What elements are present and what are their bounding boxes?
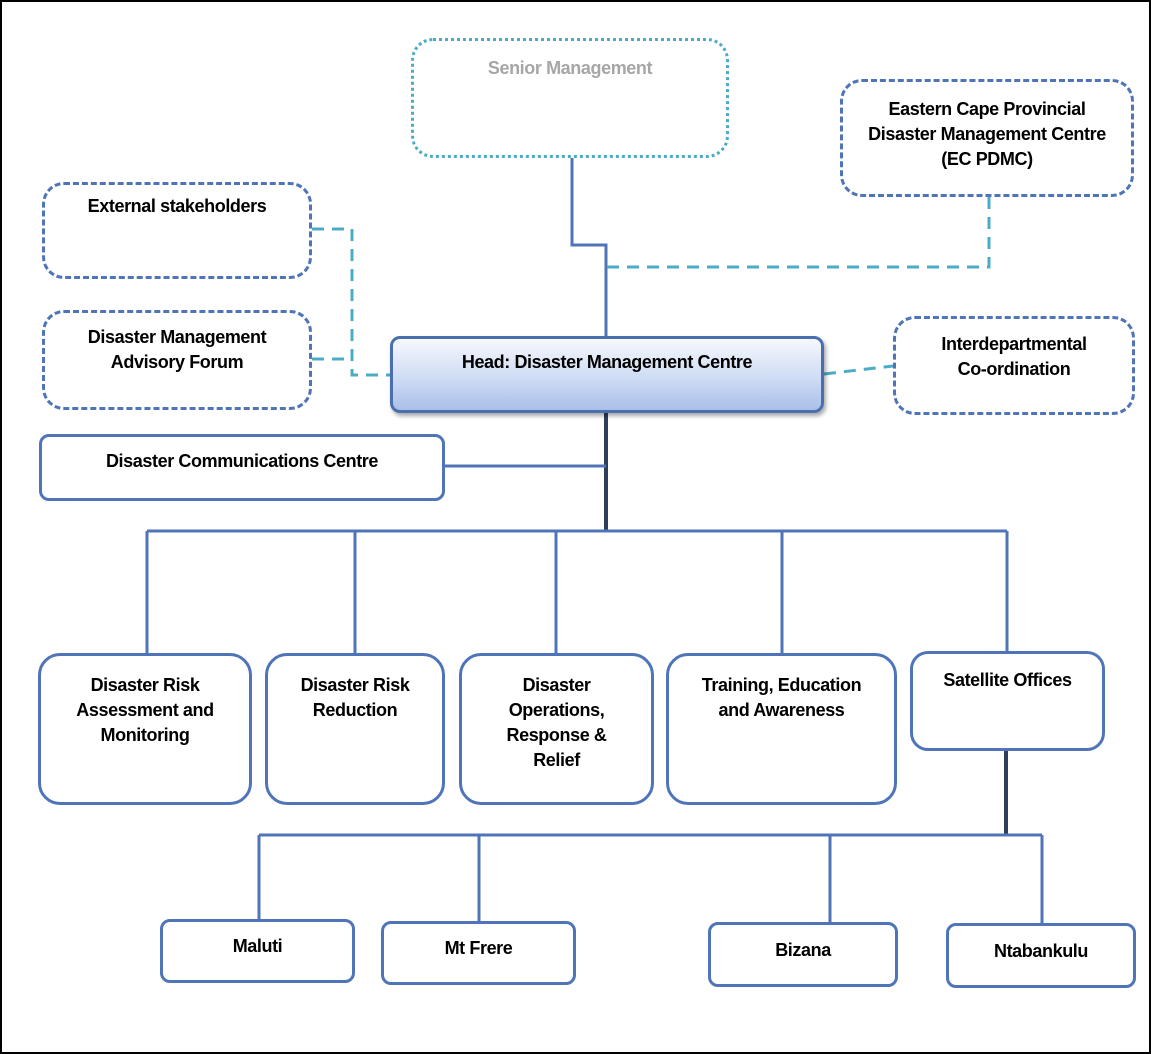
satellite-offices-label: Satellite Offices [943,670,1072,690]
external-stakeholders-box: External stakeholders [42,182,312,279]
interdepartmental-box: Interdepartmental Co-ordination [893,316,1135,415]
communications-centre-label: Disaster Communications Centre [105,451,379,471]
senior-management-label: Senior Management [487,58,653,78]
operations-box: Disaster Operations, Response & Relief [459,653,654,805]
training-label: Training, Education and Awareness [701,675,862,720]
head-dmc-label: Head: Disaster Management Centre [461,352,753,372]
senior-management-box: Senior Management [411,38,729,158]
head-dmc-box: Head: Disaster Management Centre [390,336,824,413]
interdepartmental-link-line [823,364,894,376]
bizana-box: Bizana [708,922,898,987]
training-box: Training, Education and Awareness [666,653,897,805]
risk-assessment-box: Disaster Risk Assessment and Monitoring [38,653,252,805]
ntabankulu-box: Ntabankulu [946,923,1136,988]
satellite-offices-box: Satellite Offices [910,651,1105,751]
bizana-label: Bizana [775,940,831,960]
advisory-forum-box: Disaster Management Advisory Forum [42,310,312,410]
ec-pdmc-box: Eastern Cape Provincial Disaster Managem… [840,79,1134,197]
maluti-label: Maluti [232,936,283,956]
ec-pdmc-link-line [606,197,991,269]
mt-frere-box: Mt Frere [381,921,576,985]
maluti-box: Maluti [160,919,355,983]
operations-label: Disaster Operations, Response & Relief [506,675,607,770]
ec-pdmc-label: Eastern Cape Provincial Disaster Managem… [868,99,1106,169]
mt-frere-label: Mt Frere [444,938,513,958]
external-stakeholders-label: External stakeholders [87,196,267,216]
communications-centre-box: Disaster Communications Centre [39,434,445,501]
external-stakeholders-link-line [312,227,390,377]
ntabankulu-label: Ntabankulu [993,941,1088,961]
advisory-forum-label: Disaster Management Advisory Forum [87,327,267,372]
risk-reduction-label: Disaster Risk Reduction [300,675,410,720]
interdepartmental-label: Interdepartmental Co-ordination [941,334,1087,379]
senior-to-head-line [570,158,608,336]
risk-assessment-label: Disaster Risk Assessment and Monitoring [76,675,214,745]
risk-reduction-box: Disaster Risk Reduction [265,653,445,805]
